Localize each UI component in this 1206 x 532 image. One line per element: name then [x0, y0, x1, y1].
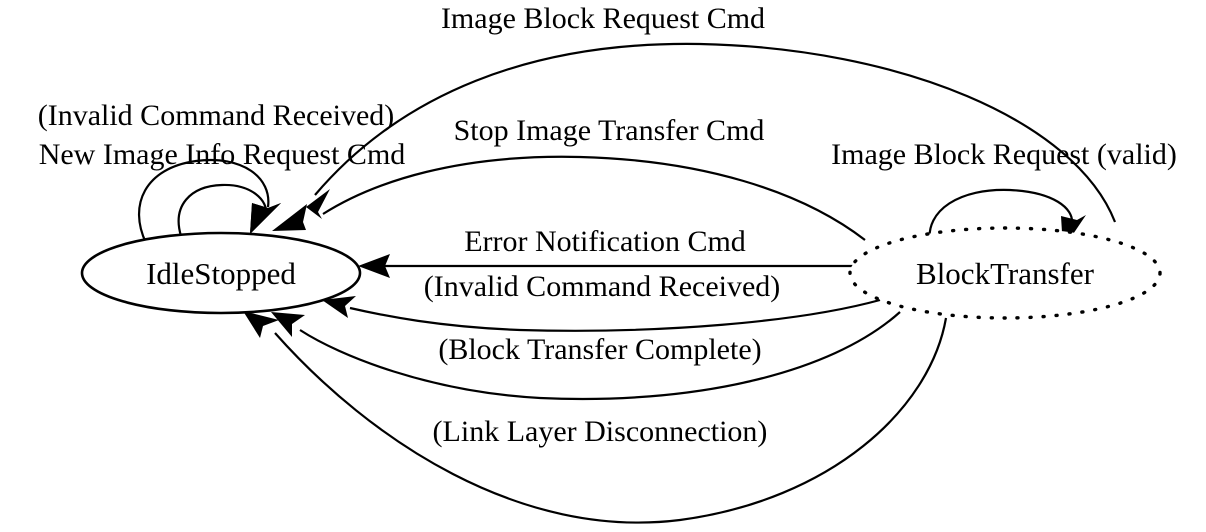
- edge-block-transfer-complete[interactable]: (Block Transfer Complete): [271, 311, 901, 401]
- edge-error-notification-cmd[interactable]: Error Notification Cmd: [358, 225, 855, 278]
- edge-label-invalid-command-received-transition: (Invalid Command Received): [424, 270, 781, 303]
- arrowhead-invalid-command-received-transition: [322, 296, 356, 318]
- edge-path-invalid-command-received-transition: [349, 298, 881, 332]
- arrowhead-image-block-request-cmd: [306, 189, 330, 219]
- edge-path-block-transfer-complete: [299, 311, 901, 401]
- edge-path-link-layer-disconnection: [274, 317, 948, 524]
- edge-path-invalid-command-received-self: [137, 158, 270, 244]
- edge-label-error-notification-cmd: Error Notification Cmd: [464, 225, 746, 258]
- edge-label-new-image-info-request-cmd-self: New Image Info Request Cmd: [39, 138, 406, 171]
- edge-link-layer-disconnection[interactable]: (Link Layer Disconnection): [243, 311, 948, 524]
- node-shape-blocktransfer: [848, 226, 1162, 320]
- arrowhead-stop-image-transfer-cmd: [272, 204, 307, 231]
- arrowhead-new-image-info-request-cmd-self: [250, 203, 281, 234]
- edge-label-image-block-request-valid-self: Image Block Request (valid): [831, 138, 1177, 171]
- edge-label-link-layer-disconnection: (Link Layer Disconnection): [433, 415, 768, 448]
- arrowhead-block-transfer-complete: [271, 312, 305, 337]
- edge-new-image-info-request-cmd-self[interactable]: New Image Info Request Cmd: [39, 138, 406, 237]
- node-shape-idlestopped: [80, 231, 362, 315]
- edge-image-block-request-valid-self[interactable]: Image Block Request (valid): [831, 138, 1177, 249]
- edge-path-image-block-request-cmd: [314, 42, 1117, 223]
- node-label-idlestopped: IdleStopped: [146, 256, 296, 291]
- edge-label-image-block-request-cmd: Image Block Request Cmd: [441, 2, 765, 35]
- edge-path-image-block-request-valid-self: [928, 188, 1074, 244]
- edge-invalid-command-received-transition[interactable]: (Invalid Command Received): [322, 270, 881, 332]
- node-blocktransfer[interactable]: BlockTransfer: [848, 226, 1162, 320]
- arrowhead-error-notification-cmd: [358, 254, 390, 278]
- arrowhead-link-layer-disconnection: [243, 311, 279, 338]
- edge-label-block-transfer-complete: (Block Transfer Complete): [438, 333, 761, 366]
- edge-invalid-command-received-self[interactable]: (Invalid Command Received): [38, 99, 395, 244]
- edge-label-invalid-command-received-self: (Invalid Command Received): [38, 99, 395, 132]
- edge-image-block-request-cmd[interactable]: Image Block Request Cmd: [306, 2, 1117, 223]
- edge-path-new-image-info-request-cmd-self: [177, 183, 268, 237]
- node-idlestopped[interactable]: IdleStopped: [80, 231, 362, 315]
- edge-path-stop-image-transfer-cmd: [322, 155, 866, 241]
- node-label-blocktransfer: BlockTransfer: [916, 256, 1095, 291]
- edge-stop-image-transfer-cmd[interactable]: Stop Image Transfer Cmd: [272, 114, 866, 241]
- edge-label-stop-image-transfer-cmd: Stop Image Transfer Cmd: [454, 114, 765, 147]
